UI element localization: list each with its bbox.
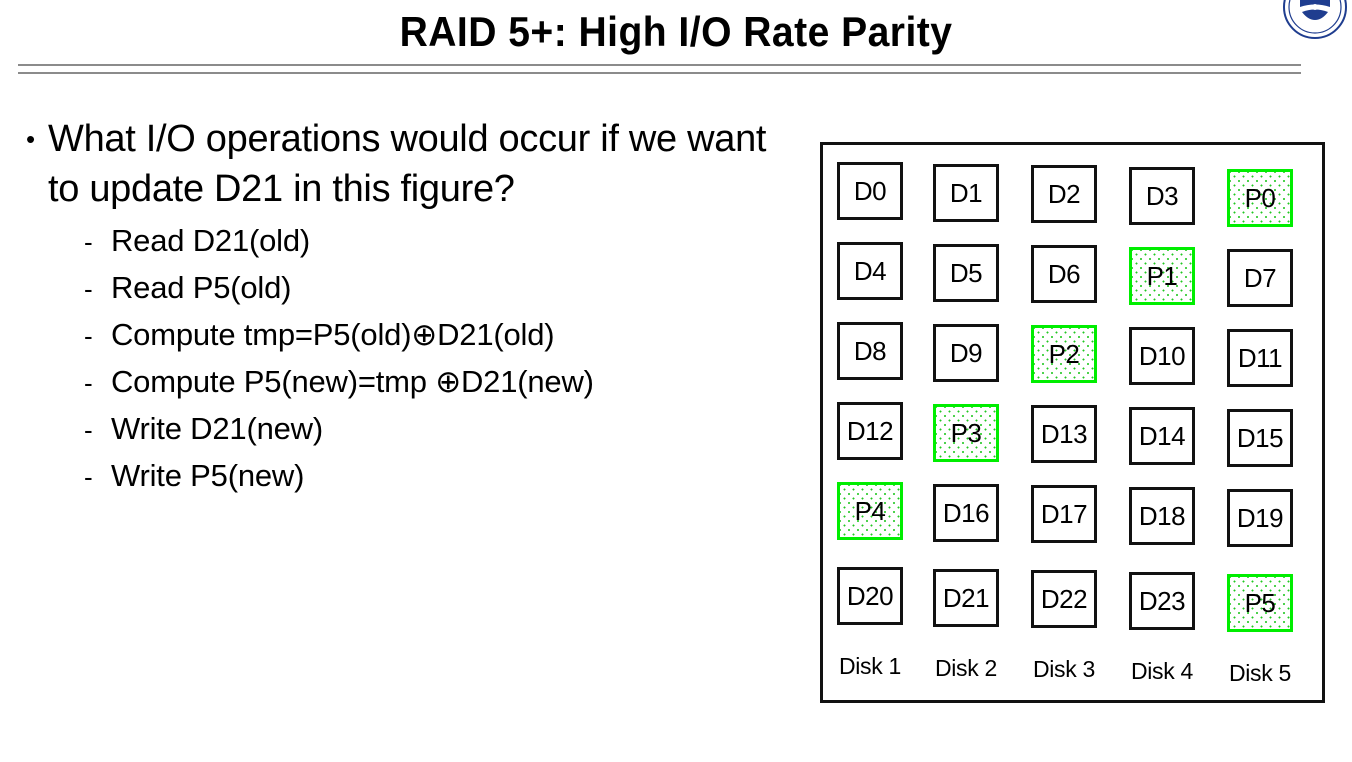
disk-column-label-1: Disk 1 [838,653,902,679]
raid-block-d18: D18 [1129,487,1195,545]
raid-block-d10: D10 [1129,327,1195,385]
sub-bullet-text: Write D21(new) [111,411,323,446]
raid-block-label: D17 [1040,498,1088,529]
raid-block-label: D14 [1138,420,1186,451]
raid-block-d19: D19 [1227,489,1293,547]
sub-bullet-item: - Compute P5(new)=tmp ⊕D21(new) [84,359,806,406]
title-divider-lower [18,72,1301,74]
raid-block-p3: P3 [933,404,999,462]
raid-block-d0: D0 [837,162,903,220]
main-bullet-text: What I/O operations would occur if we wa… [48,118,767,210]
raid-block-label: D16 [942,497,990,528]
sub-bullet-text: Compute P5(new)=tmp ⊕D21(new) [111,364,594,399]
dash-marker-icon: - [84,462,93,492]
sub-bullet-text: Read P5(old) [111,270,292,305]
raid-block-d15: D15 [1227,409,1293,467]
raid-block-d7: D7 [1227,249,1293,307]
raid-block-d12: D12 [837,402,903,460]
raid-block-label: P0 [1244,182,1276,213]
raid-block-label: D12 [846,415,894,446]
sub-bullet-item: - Read P5(old) [84,265,806,312]
main-bullet-item: • What I/O operations would occur if we … [26,114,806,214]
raid-block-p2: P2 [1031,325,1097,383]
raid-block-label: D23 [1138,585,1186,616]
dash-marker-icon: - [84,321,93,351]
bullet-list: • What I/O operations would occur if we … [26,114,806,500]
raid-block-p0: P0 [1227,169,1293,227]
raid-block-d14: D14 [1129,407,1195,465]
raid-block-label: D0 [853,175,887,206]
raid-block-label: D5 [949,257,983,288]
raid-block-label: D11 [1237,342,1283,373]
raid-block-label: D4 [853,255,887,286]
raid-block-label: P3 [950,417,982,448]
disk-column-label-5: Disk 5 [1228,660,1292,686]
raid-block-d9: D9 [933,324,999,382]
raid-block-d2: D2 [1031,165,1097,223]
sub-bullet-text: Write P5(new) [111,458,305,493]
raid-block-p1: P1 [1129,247,1195,305]
raid-block-d1: D1 [933,164,999,222]
raid-block-label: D9 [949,337,983,368]
raid-block-label: D6 [1047,258,1081,289]
raid-block-label: D13 [1040,418,1088,449]
raid-block-label: P1 [1146,260,1178,291]
raid-block-label: D19 [1236,502,1284,533]
raid-block-d17: D17 [1031,485,1097,543]
sub-bullet-text: Compute tmp=P5(old)⊕D21(old) [111,317,555,352]
raid-block-label: D15 [1236,422,1284,453]
page-title: RAID 5+: High I/O Rate Parity [399,8,953,55]
sub-bullet-text: Read D21(old) [111,223,311,258]
raid-block-d8: D8 [837,322,903,380]
raid-block-label: D8 [853,335,887,366]
raid-block-label: P2 [1048,338,1080,369]
raid-block-label: D1 [949,177,983,208]
raid-block-label: D2 [1047,178,1081,209]
raid-block-d6: D6 [1031,245,1097,303]
raid-block-label: D3 [1145,180,1179,211]
sub-bullet-item: - Write P5(new) [84,453,806,500]
sub-bullet-item: - Read D21(old) [84,218,806,265]
raid-block-d4: D4 [837,242,903,300]
disk-column-label-4: Disk 4 [1130,658,1194,684]
raid-block-label: D10 [1138,340,1186,371]
raid-block-d20: D20 [837,567,903,625]
raid-block-d22: D22 [1031,570,1097,628]
dash-marker-icon: - [84,415,93,445]
raid-block-d11: D11 [1227,329,1293,387]
raid-block-p4: P4 [837,482,903,540]
raid-block-label: D21 [942,582,990,613]
raid-block-d13: D13 [1031,405,1097,463]
raid-block-d21: D21 [933,569,999,627]
raid-block-label: D22 [1040,583,1088,614]
title-divider-upper [18,64,1301,66]
raid-block-label: P4 [854,495,886,526]
sub-bullet-item: - Compute tmp=P5(old)⊕D21(old) [84,312,806,359]
bullet-marker-icon: • [26,124,35,154]
dash-marker-icon: - [84,274,93,304]
raid-block-p5: P5 [1227,574,1293,632]
raid-block-d5: D5 [933,244,999,302]
raid-block-label: P5 [1244,587,1276,618]
raid-block-label: D18 [1138,500,1186,531]
disk-column-label-3: Disk 3 [1032,656,1096,682]
university-seal-logo [1282,0,1348,40]
raid-block-d23: D23 [1129,572,1195,630]
raid-block-label: D20 [846,580,894,611]
raid-block-label: D7 [1243,262,1277,293]
raid-block-d3: D3 [1129,167,1195,225]
sub-bullet-item: - Write D21(new) [84,406,806,453]
dash-marker-icon: - [84,227,93,257]
dash-marker-icon: - [84,368,93,398]
raid-block-d16: D16 [933,484,999,542]
disk-column-label-2: Disk 2 [934,655,998,681]
sub-bullet-list: - Read D21(old) - Read P5(old) - Compute… [84,218,806,500]
